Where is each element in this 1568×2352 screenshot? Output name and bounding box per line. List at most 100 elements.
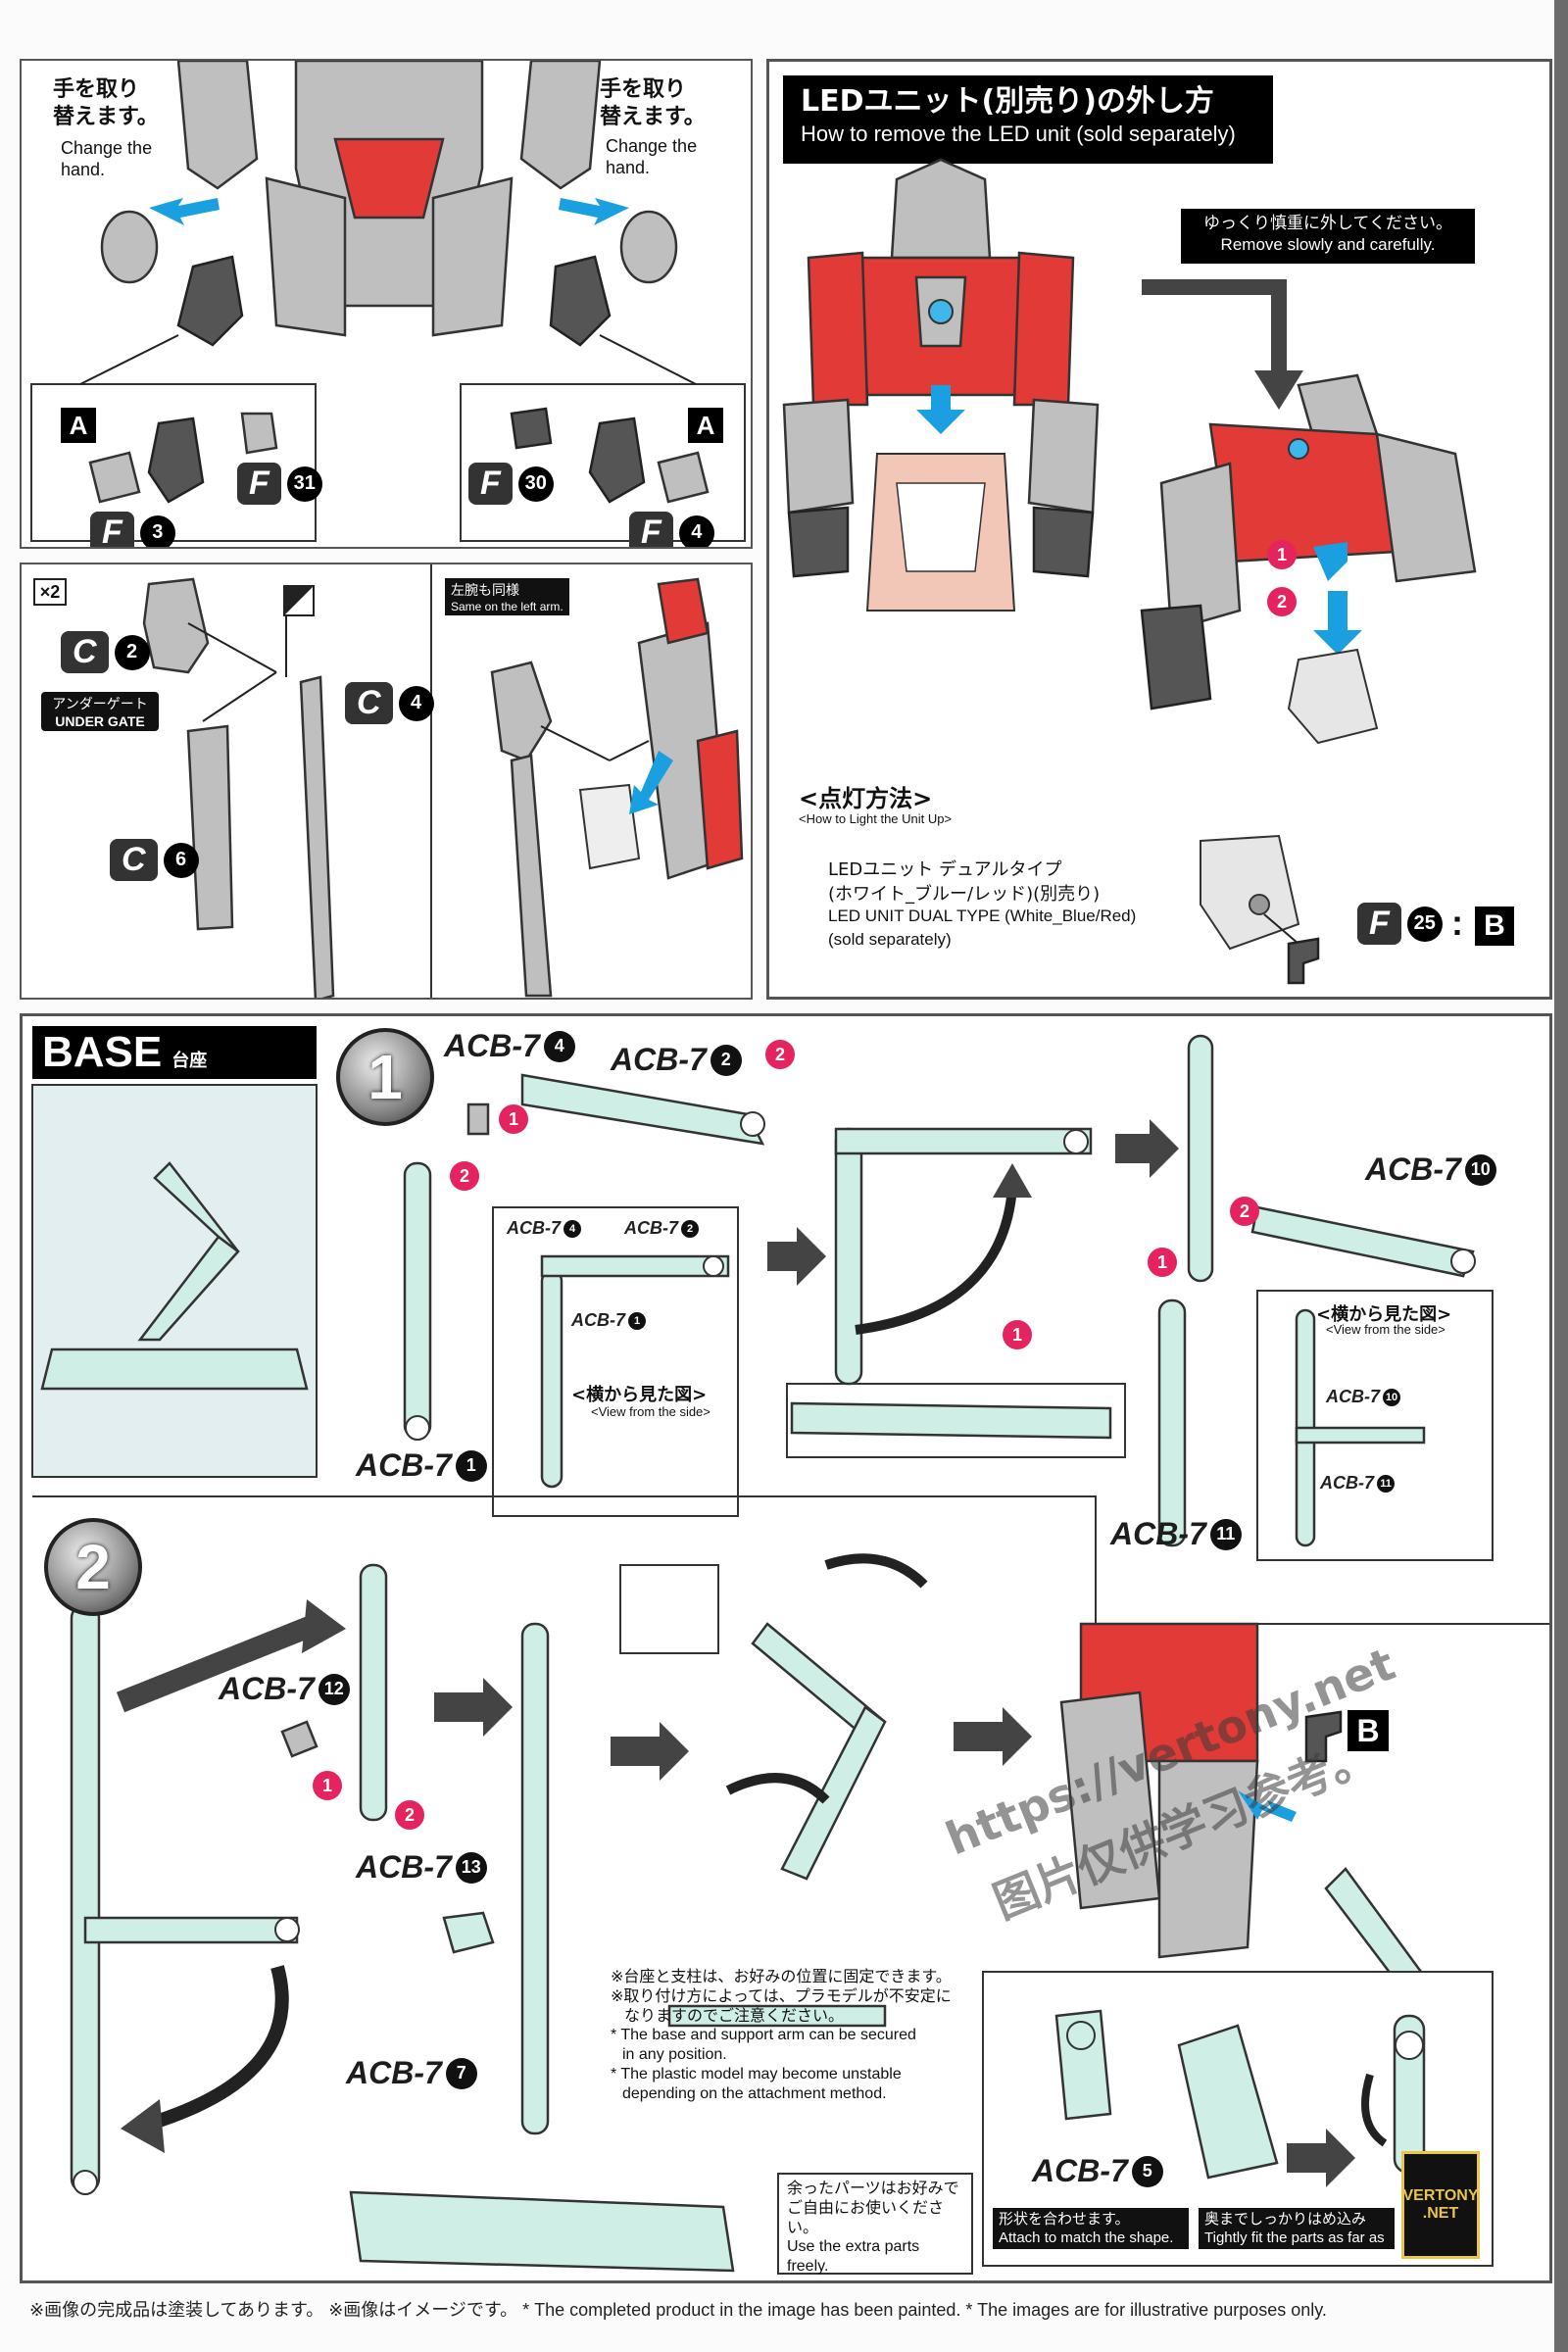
- acb7-4-label: ACB-7 4: [444, 1028, 575, 1064]
- step1-pink-1c: 1: [1148, 1248, 1177, 1277]
- side-acb7-4: ACB-7 4: [507, 1218, 582, 1239]
- acb-number: 10: [1464, 1153, 1496, 1186]
- acb-label: ACB-7: [571, 1310, 626, 1330]
- note-jp-1: ※台座と支柱は、お好みの位置に固定できます。: [611, 1967, 952, 1985]
- part-c2: C 2: [61, 631, 150, 673]
- unit-jp-2: (ホワイト_ブルー/レッド)(別売り): [828, 884, 1101, 905]
- acb-label: ACB-7: [356, 1849, 452, 1885]
- step1-pink-2b: 2: [765, 1040, 795, 1069]
- spare-en-1: Use the extra parts: [787, 2238, 920, 2255]
- acb-number: 1: [628, 1311, 647, 1330]
- unit-jp-1: LEDユニット デュアルタイプ: [828, 859, 1062, 880]
- part-number: 31: [286, 466, 322, 502]
- part-f25: F 25: [1357, 903, 1443, 945]
- shape-note: 形状を合わせます。 Attach to match the shape.: [993, 2208, 1189, 2249]
- under-gate-en: UNDER GATE: [55, 713, 145, 729]
- under-gate-jp: アンダーゲート: [52, 697, 148, 712]
- part-colon: :: [1451, 903, 1463, 943]
- logo-line-2: .NET: [1422, 2205, 1459, 2222]
- acb7-2-label: ACB-7 2: [611, 1042, 742, 1078]
- part-number: 30: [517, 466, 554, 502]
- part-letter: F: [237, 463, 281, 505]
- led-title-box: LEDユニット(別売り)の外し方 How to remove the LED u…: [783, 75, 1273, 164]
- tight-note: 奥までしっかりはめ込み Tightly fit the parts as far…: [1199, 2208, 1395, 2249]
- hand-swap-illustration: [30, 61, 746, 542]
- acb-number: 2: [710, 1044, 742, 1076]
- acb7-7-label: ACB-7 7: [346, 2055, 477, 2091]
- acb-label: ACB-7: [611, 1042, 707, 1077]
- acb-label: ACB-7: [219, 1671, 315, 1706]
- led-step-1: 1: [1267, 540, 1297, 569]
- hand-right-en: Change the hand.: [606, 136, 698, 177]
- sub-letter-a-right: A: [688, 408, 723, 443]
- acb-label: ACB-7: [346, 2055, 442, 2090]
- acb-label: ACB-7: [507, 1218, 562, 1238]
- part-f31: F 31: [237, 463, 322, 505]
- page-edge: [1554, 0, 1568, 2352]
- step1-pink-1: 1: [499, 1104, 528, 1134]
- acb7-13-label: ACB-7 13: [356, 1849, 487, 1886]
- hand-swap-panel: 手を取り 替えます。 Change the hand. 手を取り 替えます。 C…: [20, 59, 753, 549]
- part-letter: C: [110, 839, 158, 881]
- side-view-en-1: <View from the side>: [591, 1404, 710, 1419]
- acb-number: 4: [564, 1219, 582, 1238]
- tight-jp: 奥までしっかりはめ込み: [1204, 2210, 1367, 2228]
- under-gate-label: アンダーゲート UNDER GATE: [41, 692, 159, 731]
- footer-note: ※画像の完成品は塗装してあります。 ※画像はイメージです。 * The comp…: [29, 2300, 1327, 2320]
- note-en-2: in any position.: [622, 2046, 727, 2063]
- shape-en: Attach to match the shape.: [999, 2230, 1174, 2246]
- part-letter: C: [61, 631, 109, 673]
- left-arm-en: Same on the left arm.: [451, 600, 564, 613]
- tight-en: Tightly fit the parts as far as: [1204, 2230, 1385, 2246]
- step2-pink-1: 1: [313, 1771, 342, 1800]
- part-number: 4: [678, 514, 714, 547]
- acb-label: ACB-7: [356, 1447, 452, 1483]
- side-acb7-10: ACB-7 10: [1326, 1387, 1401, 1407]
- side-view-en-2: <View from the side>: [1326, 1322, 1446, 1337]
- acb-number: 1: [455, 1449, 487, 1482]
- note-jp-2: ※取り付け方によっては、プラモデルが不安定に: [611, 1986, 952, 2005]
- unit-en-1: LED UNIT DUAL TYPE (White_Blue/Red): [828, 906, 1137, 925]
- part-number: 2: [114, 634, 150, 670]
- acb-label: ACB-7: [1110, 1516, 1206, 1551]
- callout-jp: ゆっくり慎重に外してください。: [1203, 214, 1452, 233]
- unit-en-2: (sold separately): [828, 930, 952, 949]
- part-letter: F: [629, 512, 673, 547]
- part-number: 3: [139, 514, 175, 547]
- base-step-1: 1: [336, 1028, 434, 1126]
- step1-pink-1b: 1: [1003, 1320, 1032, 1349]
- spare-en-2: freely.: [787, 2258, 829, 2275]
- part-c4: C 4: [345, 682, 434, 724]
- led-removal-illustration: [782, 158, 1477, 985]
- step1-pink-2c: 2: [1230, 1197, 1259, 1226]
- note-en-1: * The base and support arm can be secure…: [611, 2027, 916, 2043]
- acb-number: 7: [445, 2057, 477, 2089]
- acb-label: ACB-7: [1326, 1387, 1381, 1406]
- part-letter: F: [90, 512, 134, 547]
- side-view-jp-1: <横から見た図>: [571, 1385, 708, 1405]
- led-callout: ゆっくり慎重に外してください。 Remove slowly and carefu…: [1181, 209, 1475, 264]
- vertony-logo: VERTONY .NET: [1401, 2151, 1480, 2259]
- part-c6: C 6: [110, 839, 199, 881]
- light-title-en: <How to Light the Unit Up>: [799, 811, 953, 826]
- acb-label: ACB-7: [1032, 2153, 1128, 2188]
- left-arm-jp: 左腕も同様: [451, 583, 519, 599]
- part-f3: F 3: [90, 512, 175, 547]
- hand-right-jp: 手を取り 替えます。: [600, 77, 706, 129]
- shape-jp: 形状を合わせます。: [999, 2210, 1130, 2228]
- side-acb7-2: ACB-7 2: [624, 1218, 700, 1239]
- led-title-en: How to remove the LED unit (sold separat…: [801, 122, 1236, 146]
- led-title-jp: LEDユニット(別売り)の外し方: [801, 84, 1214, 119]
- base-illustration: [31, 1034, 1549, 2273]
- part-letter: C: [345, 682, 393, 724]
- spare-jp-1: 余ったパーツはお好みで: [787, 2179, 959, 2197]
- base-section: BASE 台座 1 ACB-7 4 ACB-7 2 ACB-7 1 1 2 AC…: [20, 1013, 1552, 2283]
- light-title-jp: <点灯方法>: [799, 785, 933, 812]
- note-en-3: * The plastic model may become unstable: [611, 2066, 902, 2082]
- acb-label: ACB-7: [444, 1028, 540, 1063]
- base-step-2: 2: [44, 1518, 142, 1616]
- part-number: 6: [163, 842, 199, 878]
- acb-label: ACB-7: [1320, 1473, 1375, 1493]
- left-arm-note: 左腕も同様 Same on the left arm.: [445, 578, 569, 615]
